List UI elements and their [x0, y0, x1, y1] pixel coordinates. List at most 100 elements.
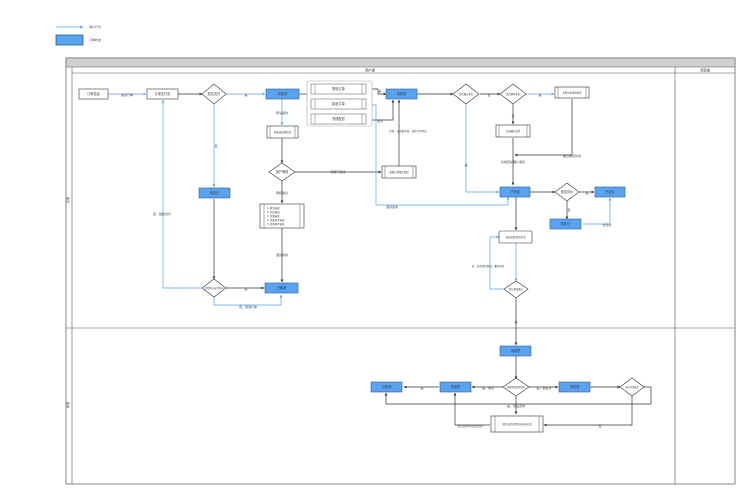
svg-text:待发货: 待发货	[570, 384, 580, 389]
label-no-1: 否	[214, 144, 217, 148]
node-apply-after-sale: 发起退货/退款申请	[498, 230, 533, 244]
label-audit-pass: 审核通过	[276, 190, 288, 195]
node-auto-confirm: 自动确认收货	[495, 124, 531, 138]
node-timeout-receive: 是否超时收货	[499, 83, 527, 105]
svg-text:待支付: 待支付	[210, 190, 220, 195]
label-timeout-note: 超过收货时间	[563, 153, 581, 158]
svg-text:超过设定退货时间自动关闭: 超过设定退货时间自动关闭	[503, 422, 532, 426]
label-apply-refund: 申请退款	[276, 110, 288, 115]
node-is-paid: 是否支付	[201, 83, 227, 105]
svg-text:待发货: 待发货	[511, 348, 521, 353]
label-reject-note: 拒收：如商家拒收，更新订单状态	[389, 129, 427, 133]
node-to-audit: 待发货	[499, 345, 532, 357]
label-auto-note: 系统自动确认收货	[501, 159, 525, 164]
label-submit-order: 提交订单	[121, 92, 133, 97]
node-is-review: 是否评价	[554, 182, 580, 202]
node-received: 已完成	[499, 186, 531, 198]
svg-text:是否评价: 是否评价	[561, 189, 575, 194]
label-yes-4: 是	[464, 162, 467, 167]
svg-text:已完成: 已完成	[510, 189, 520, 194]
svg-text:订单支付页: 订单支付页	[155, 91, 171, 96]
swimlane-header	[65, 57, 736, 68]
label-reject-done: 退货完成	[386, 204, 398, 209]
node-merch-b: 拒收订单	[310, 98, 367, 110]
node-shipped: 待收货	[385, 88, 418, 100]
node-order-info: 订单信息	[78, 88, 109, 100]
svg-text:商家审核是否同意: 商家审核是否同意	[507, 385, 525, 389]
svg-text:是否超时收货: 是否超时收货	[506, 92, 520, 96]
node-seller-review: 商家审核是否同意	[502, 377, 530, 397]
svg-text:已评价: 已评价	[605, 189, 615, 194]
svg-text:是否支付: 是否支付	[208, 91, 222, 96]
node-is-user-ship: 用户是否退货	[619, 377, 645, 397]
label-ship: 发货	[377, 118, 383, 123]
node-pay-timeout: 是否超过支付时间	[201, 278, 227, 298]
node-record-refund: 保留订单备注原因	[381, 165, 417, 179]
label-go-review: 去评价	[602, 222, 611, 227]
svg-text:是否确认收货: 是否确认收货	[459, 92, 473, 96]
label-yes-5: 是	[585, 190, 588, 195]
legend-line-label: 用户行为	[89, 24, 101, 29]
label-no-2: 否	[487, 93, 490, 97]
label-yes-return: 是，退货	[482, 385, 494, 390]
label-yes-6: 是	[514, 319, 517, 324]
svg-text:已取消: 已取消	[277, 285, 287, 290]
node-to-return: 待退货	[439, 381, 472, 393]
swimlane: 用户端 商家端 买家 卖家	[65, 57, 736, 485]
lane-bottom-label: 卖家	[65, 401, 70, 408]
node-to-review: 待评价	[549, 218, 582, 230]
svg-text:用户是否退货: 用户是否退货	[625, 385, 639, 389]
svg-text:拒收订单: 拒收订单	[332, 101, 346, 106]
node-confirm-receipt: 是否确认收货	[452, 83, 480, 105]
lane-top-label: 买家	[65, 196, 70, 203]
node-to-pay: 待支付	[198, 187, 231, 199]
node-cancelled: 已取消	[264, 282, 299, 294]
node-reviewed: 已评价	[594, 186, 626, 198]
svg-text:订单信息: 订单信息	[87, 91, 100, 96]
node-refund-apply-box: 买家申请退款退货	[554, 86, 590, 99]
label-yes-ship: 是	[378, 88, 381, 93]
label-no-5: 否	[598, 424, 601, 428]
label-timeout-close: 超过退货时间自动关闭	[457, 424, 483, 428]
swimlane-title: 用户端	[365, 68, 375, 73]
label-refund-done: 退款完成	[276, 252, 288, 257]
label-yes-done: 是，售后完成	[507, 403, 525, 408]
node-to-ship: 待发货	[265, 88, 300, 100]
node-user-audit: 用户审核	[268, 162, 296, 182]
svg-text:已完成: 已完成	[382, 384, 392, 389]
node-to-ship2: 待发货	[558, 381, 591, 393]
svg-text:修改成退款状态: 修改成退款状态	[274, 130, 292, 134]
svg-text:待收货: 待收货	[397, 91, 407, 96]
svg-text:用户审核: 用户审核	[276, 169, 290, 174]
legend: 用户行为 订单状态	[55, 24, 101, 46]
label-audit-fail: 审核不通过	[330, 169, 345, 174]
node-timeout-box: 超过设定退货时间自动关闭	[490, 415, 544, 433]
node-after-sale-ok: 售后审核通过	[503, 280, 529, 299]
node-merch-c: 完成配送	[310, 113, 367, 125]
label-no-continue: 否，继续支付	[153, 211, 171, 216]
label-no-cancel: 否，取消订单	[239, 304, 257, 309]
svg-text:发起退货/退款申请: 发起退货/退款申请	[506, 235, 527, 239]
legend-box-label: 订单状态	[89, 37, 101, 42]
label-yes-ship2: 是，退发货	[536, 385, 551, 390]
node-done: 已完成	[370, 381, 403, 393]
svg-text:待发货: 待发货	[278, 91, 288, 96]
svg-text:自动确认收货: 自动确认收货	[506, 129, 521, 133]
edge-labels: 提交订单 是 否 申请退款 审核不通过 审核通过 退款完成 是 否，取消订单 否…	[121, 88, 612, 428]
label-no-3: 否	[511, 114, 514, 118]
swimlane-right-col: 商家端	[700, 68, 710, 73]
svg-text:是否超过支付时间: 是否超过支付时间	[204, 286, 224, 290]
svg-text:物流订单: 物流订单	[332, 86, 346, 91]
label-yes-3: 是	[538, 92, 541, 97]
svg-text:待退货: 待退货	[451, 384, 461, 389]
label-yes-7: 是	[420, 385, 423, 390]
node-merch-a: 物流订单	[310, 83, 367, 95]
node-order-pay-page: 订单支付页	[146, 88, 179, 100]
edges	[108, 88, 652, 427]
node-apply-refund-state: 修改成退款状态	[266, 125, 299, 139]
svg-text:保留订单备注原因: 保留订单备注原因	[389, 170, 409, 174]
legend-box-sample	[55, 34, 84, 46]
